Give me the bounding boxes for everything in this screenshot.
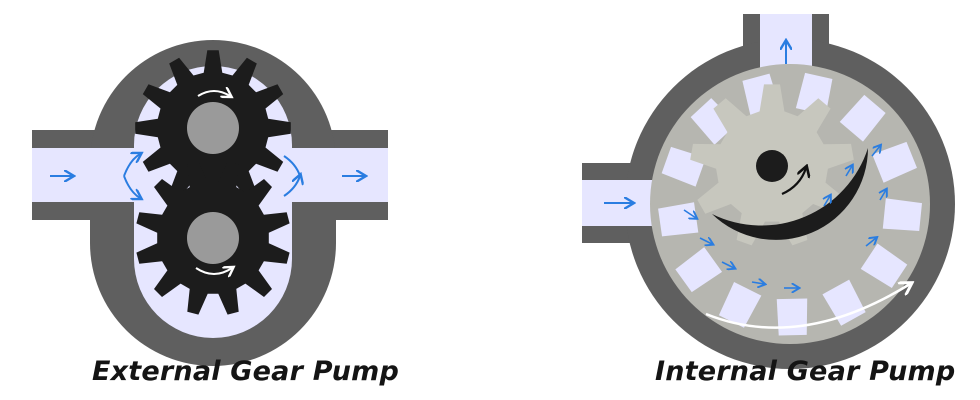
pocket-flow-arrow xyxy=(721,262,734,268)
external-gear-pump-caption: External Gear Pump xyxy=(92,356,400,387)
top-gear-hub xyxy=(187,102,239,154)
rotor-pocket xyxy=(860,243,908,288)
rotor-pocket xyxy=(675,247,723,293)
casing-rotation-arrow xyxy=(705,284,910,329)
rotor-pocket xyxy=(882,198,922,232)
top-gear-rotation-arrow xyxy=(197,91,230,96)
bottom-gear-hub xyxy=(187,212,239,264)
rotor-pocket xyxy=(776,298,808,336)
rotor-pocket xyxy=(718,282,762,328)
pocket-flow-arrow xyxy=(683,209,696,218)
rotor-pocket xyxy=(872,141,917,183)
pocket-flow-arrow xyxy=(865,238,876,247)
pocket-flow-arrow xyxy=(871,146,880,157)
split-flow-up-arrow xyxy=(123,154,140,177)
external-gear-pump xyxy=(32,40,388,366)
internal-gear-pump-caption: Internal Gear Pump xyxy=(655,356,956,387)
rotor-pocket xyxy=(822,279,866,326)
rotor-pocket xyxy=(839,94,886,142)
idler-rotation-arrow xyxy=(781,168,806,196)
pocket-flow-arrow xyxy=(880,190,886,201)
merge-flow-up-arrow xyxy=(283,176,300,197)
internal-gear-pump xyxy=(582,14,955,369)
pocket-flow-arrow xyxy=(846,166,852,177)
pocket-flow-arrow xyxy=(824,196,830,207)
pocket-flow-arrow xyxy=(699,238,712,244)
split-flow-down-arrow xyxy=(123,175,140,198)
idler-hub xyxy=(756,150,788,182)
crescent-seal xyxy=(712,148,868,240)
bottom-gear-rotation-arrow xyxy=(195,268,232,274)
rotor-pocket xyxy=(690,98,737,145)
pocket-flow-arrow xyxy=(751,282,764,284)
